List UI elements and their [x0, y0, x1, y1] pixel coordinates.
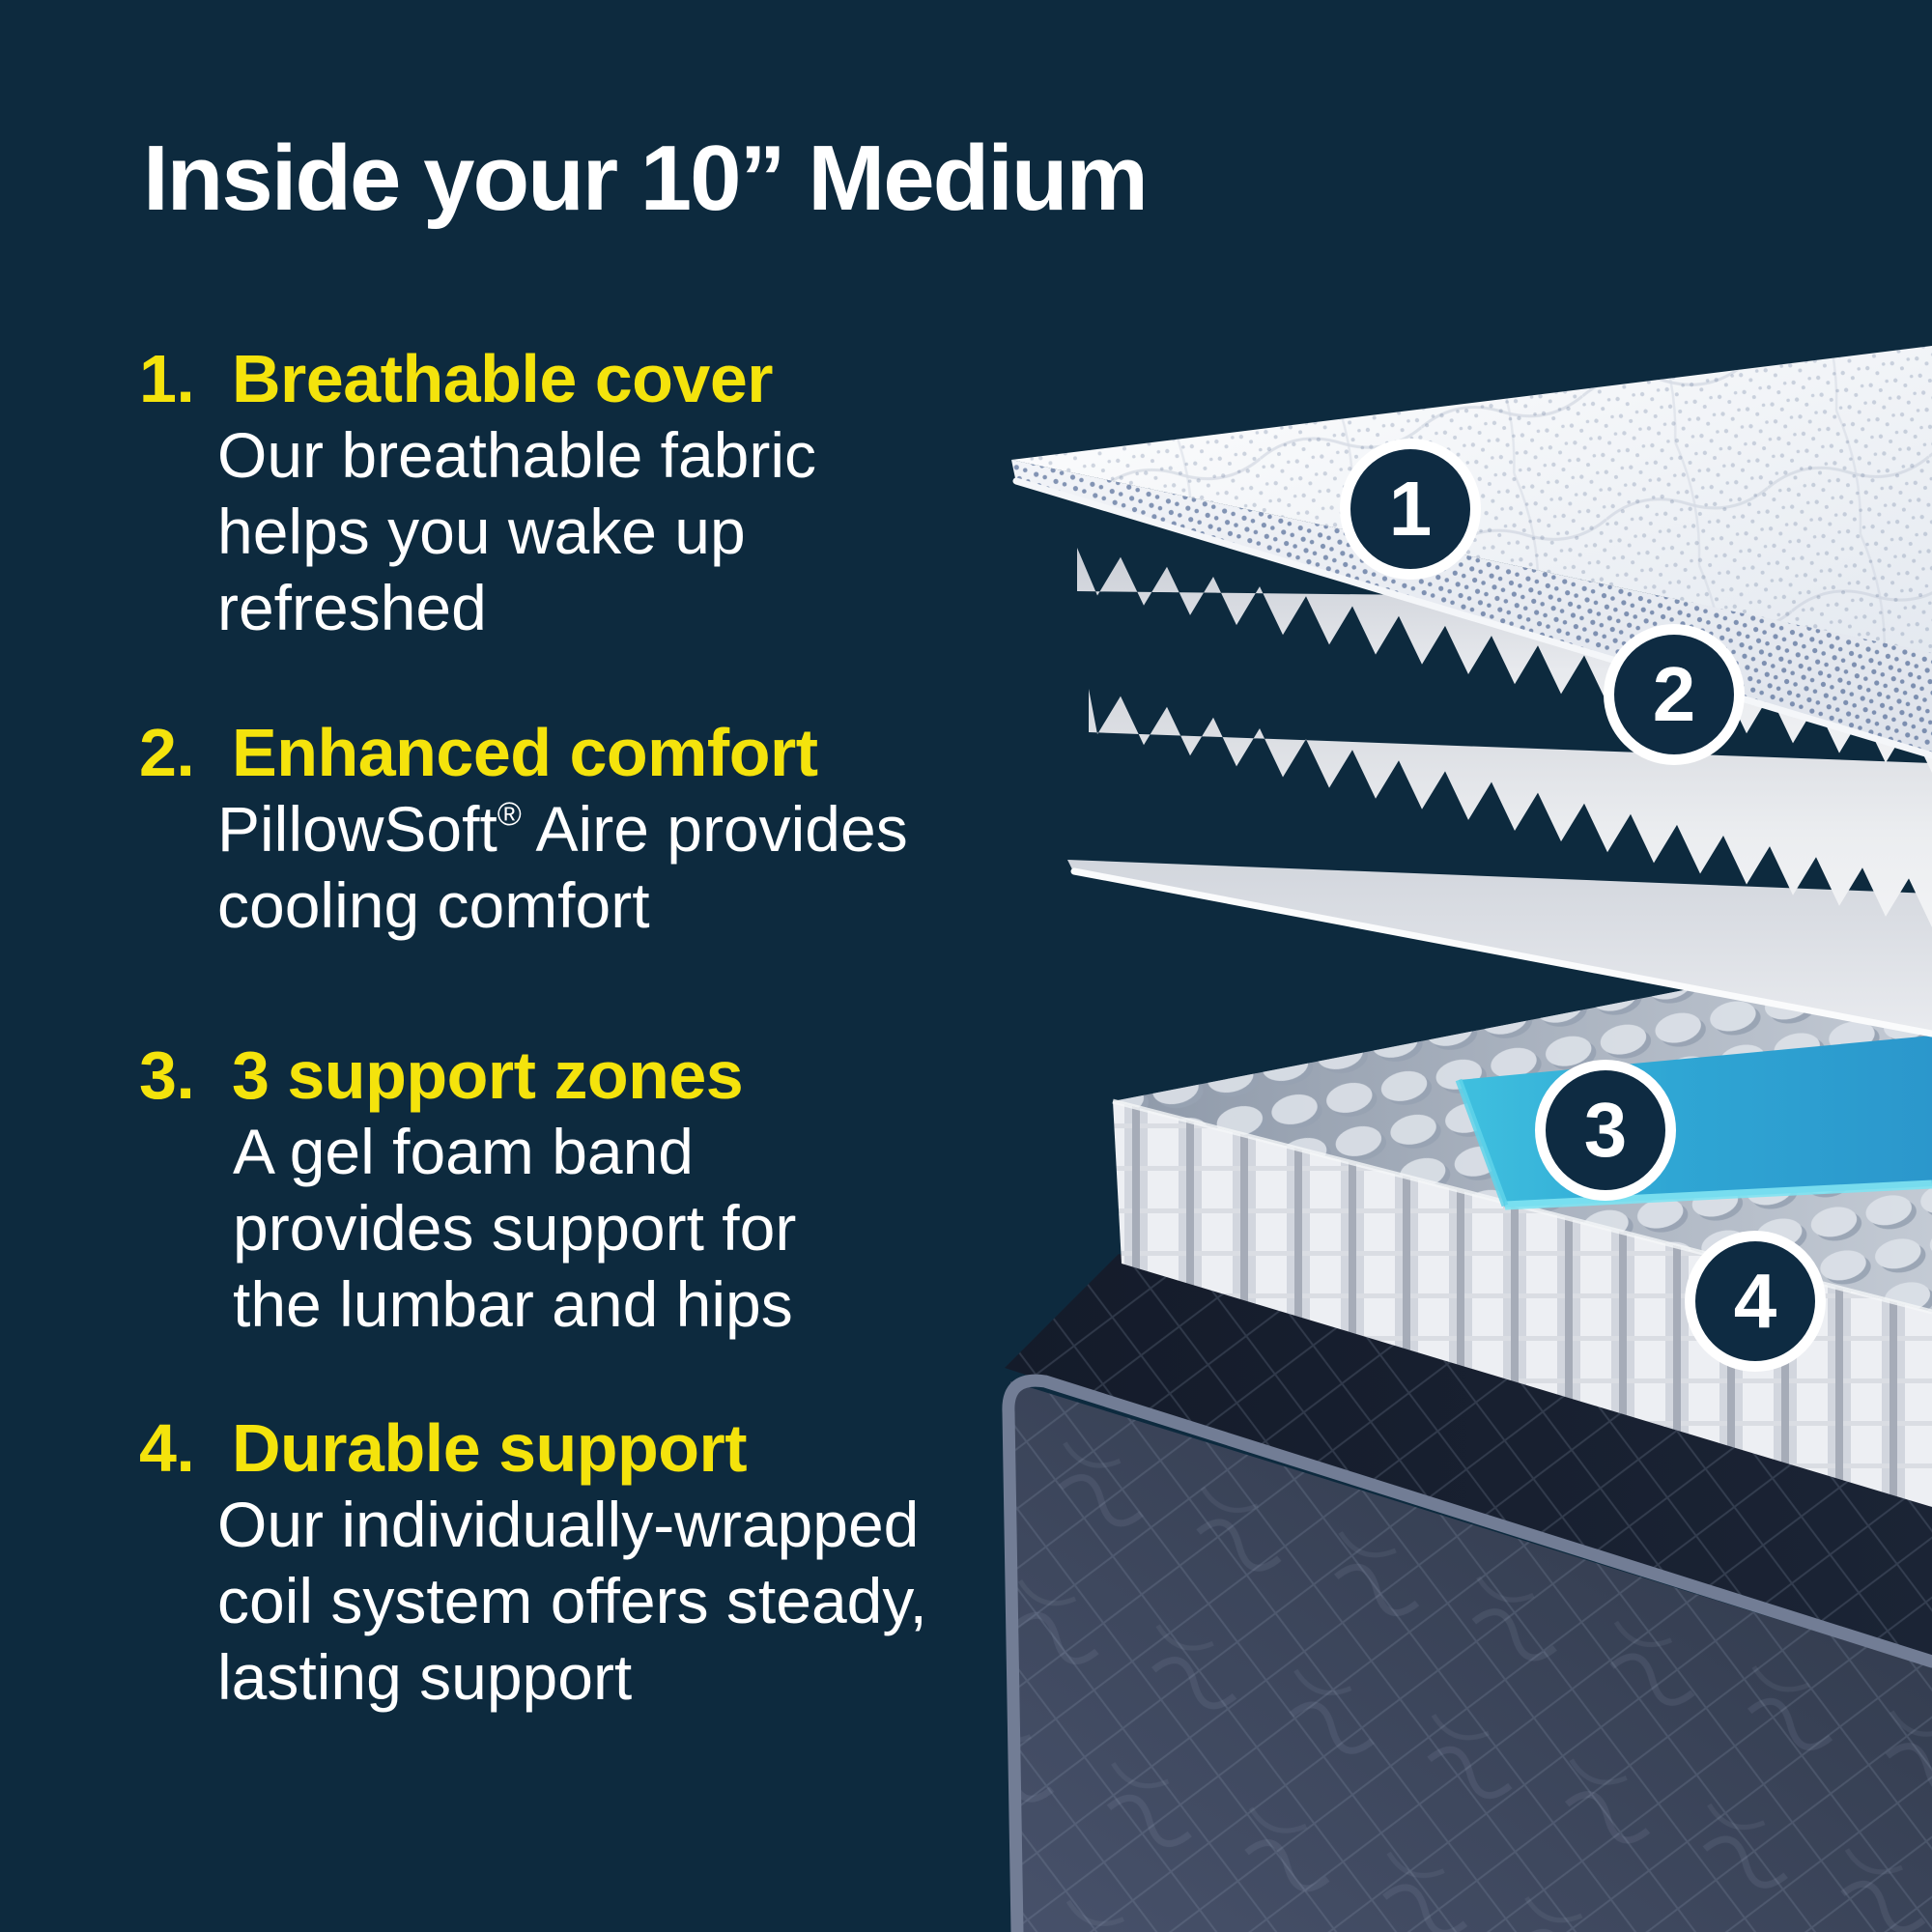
feature-description-line: coil system offers steady, [217, 1565, 927, 1636]
base-piping [1002, 1374, 1932, 1932]
feature-number: 2. [139, 715, 195, 790]
callout-badge-3: 3 [1535, 1060, 1676, 1201]
feature-heading-label: Durable support [232, 1410, 748, 1486]
foam-layer-2 [1089, 689, 1932, 927]
feature-description-line: cooling comfort [217, 869, 650, 941]
feature-heading: 4. Durable support [139, 1409, 927, 1487]
feature-heading-label: 3 support zones [232, 1037, 744, 1113]
feature-section-support-zones: 3. 3 support zones A gel foam band provid… [139, 1037, 796, 1343]
feature-description-line: PillowSoft® Aire provides [217, 791, 908, 867]
feature-number: 3. [139, 1037, 195, 1113]
feature-description-line: refreshed [217, 572, 487, 643]
feature-description-text: Aire provides [521, 793, 908, 865]
feature-heading: 1. Breathable cover [139, 340, 816, 417]
feature-description-line: helps you wake up [217, 496, 746, 567]
feature-number: 1. [139, 341, 195, 416]
foam-sheet-layer [1067, 860, 1932, 1037]
callout-badge-1: 1 [1340, 439, 1481, 580]
registered-trademark-symbol: ® [497, 796, 522, 833]
page-title: Inside your 10” Medium [143, 127, 1149, 230]
feature-description: PillowSoft® Aire provides cooling comfor… [217, 791, 908, 944]
base-layer [1002, 1374, 1932, 1932]
base-interior [1005, 1254, 1932, 1669]
feature-description-line: A gel foam band [233, 1116, 695, 1187]
feature-section-breathable-cover: 1. Breathable cover Our breathable fabric… [139, 340, 816, 646]
feature-heading-label: Breathable cover [232, 341, 774, 416]
callout-badge-4: 4 [1685, 1231, 1826, 1372]
feature-description-line: the lumbar and hips [233, 1268, 793, 1340]
feature-description-line: provides support for [233, 1192, 797, 1264]
feature-description: A gel foam band provides support for the… [233, 1114, 796, 1343]
feature-description: Our individually-wrapped coil system off… [217, 1487, 927, 1716]
feature-heading: 3. 3 support zones [139, 1037, 796, 1114]
feature-description-line: lasting support [217, 1641, 633, 1713]
feature-heading: 2. Enhanced comfort [139, 714, 908, 791]
feature-section-durable-support: 4. Durable support Our individually-wrapp… [139, 1409, 927, 1716]
feature-description-line: Our individually-wrapped [217, 1489, 920, 1560]
brand-name: PillowSoft [217, 793, 497, 865]
feature-section-enhanced-comfort: 2. Enhanced comfort PillowSoft® Aire prov… [139, 714, 908, 944]
feature-description: Our breathable fabric helps you wake up … [217, 417, 816, 646]
mattress-cover-layer [1011, 346, 1932, 759]
feature-heading-label: Enhanced comfort [232, 715, 818, 790]
feature-description-line: Our breathable fabric [217, 419, 817, 491]
callout-badge-2: 2 [1604, 624, 1745, 765]
feature-number: 4. [139, 1410, 195, 1486]
